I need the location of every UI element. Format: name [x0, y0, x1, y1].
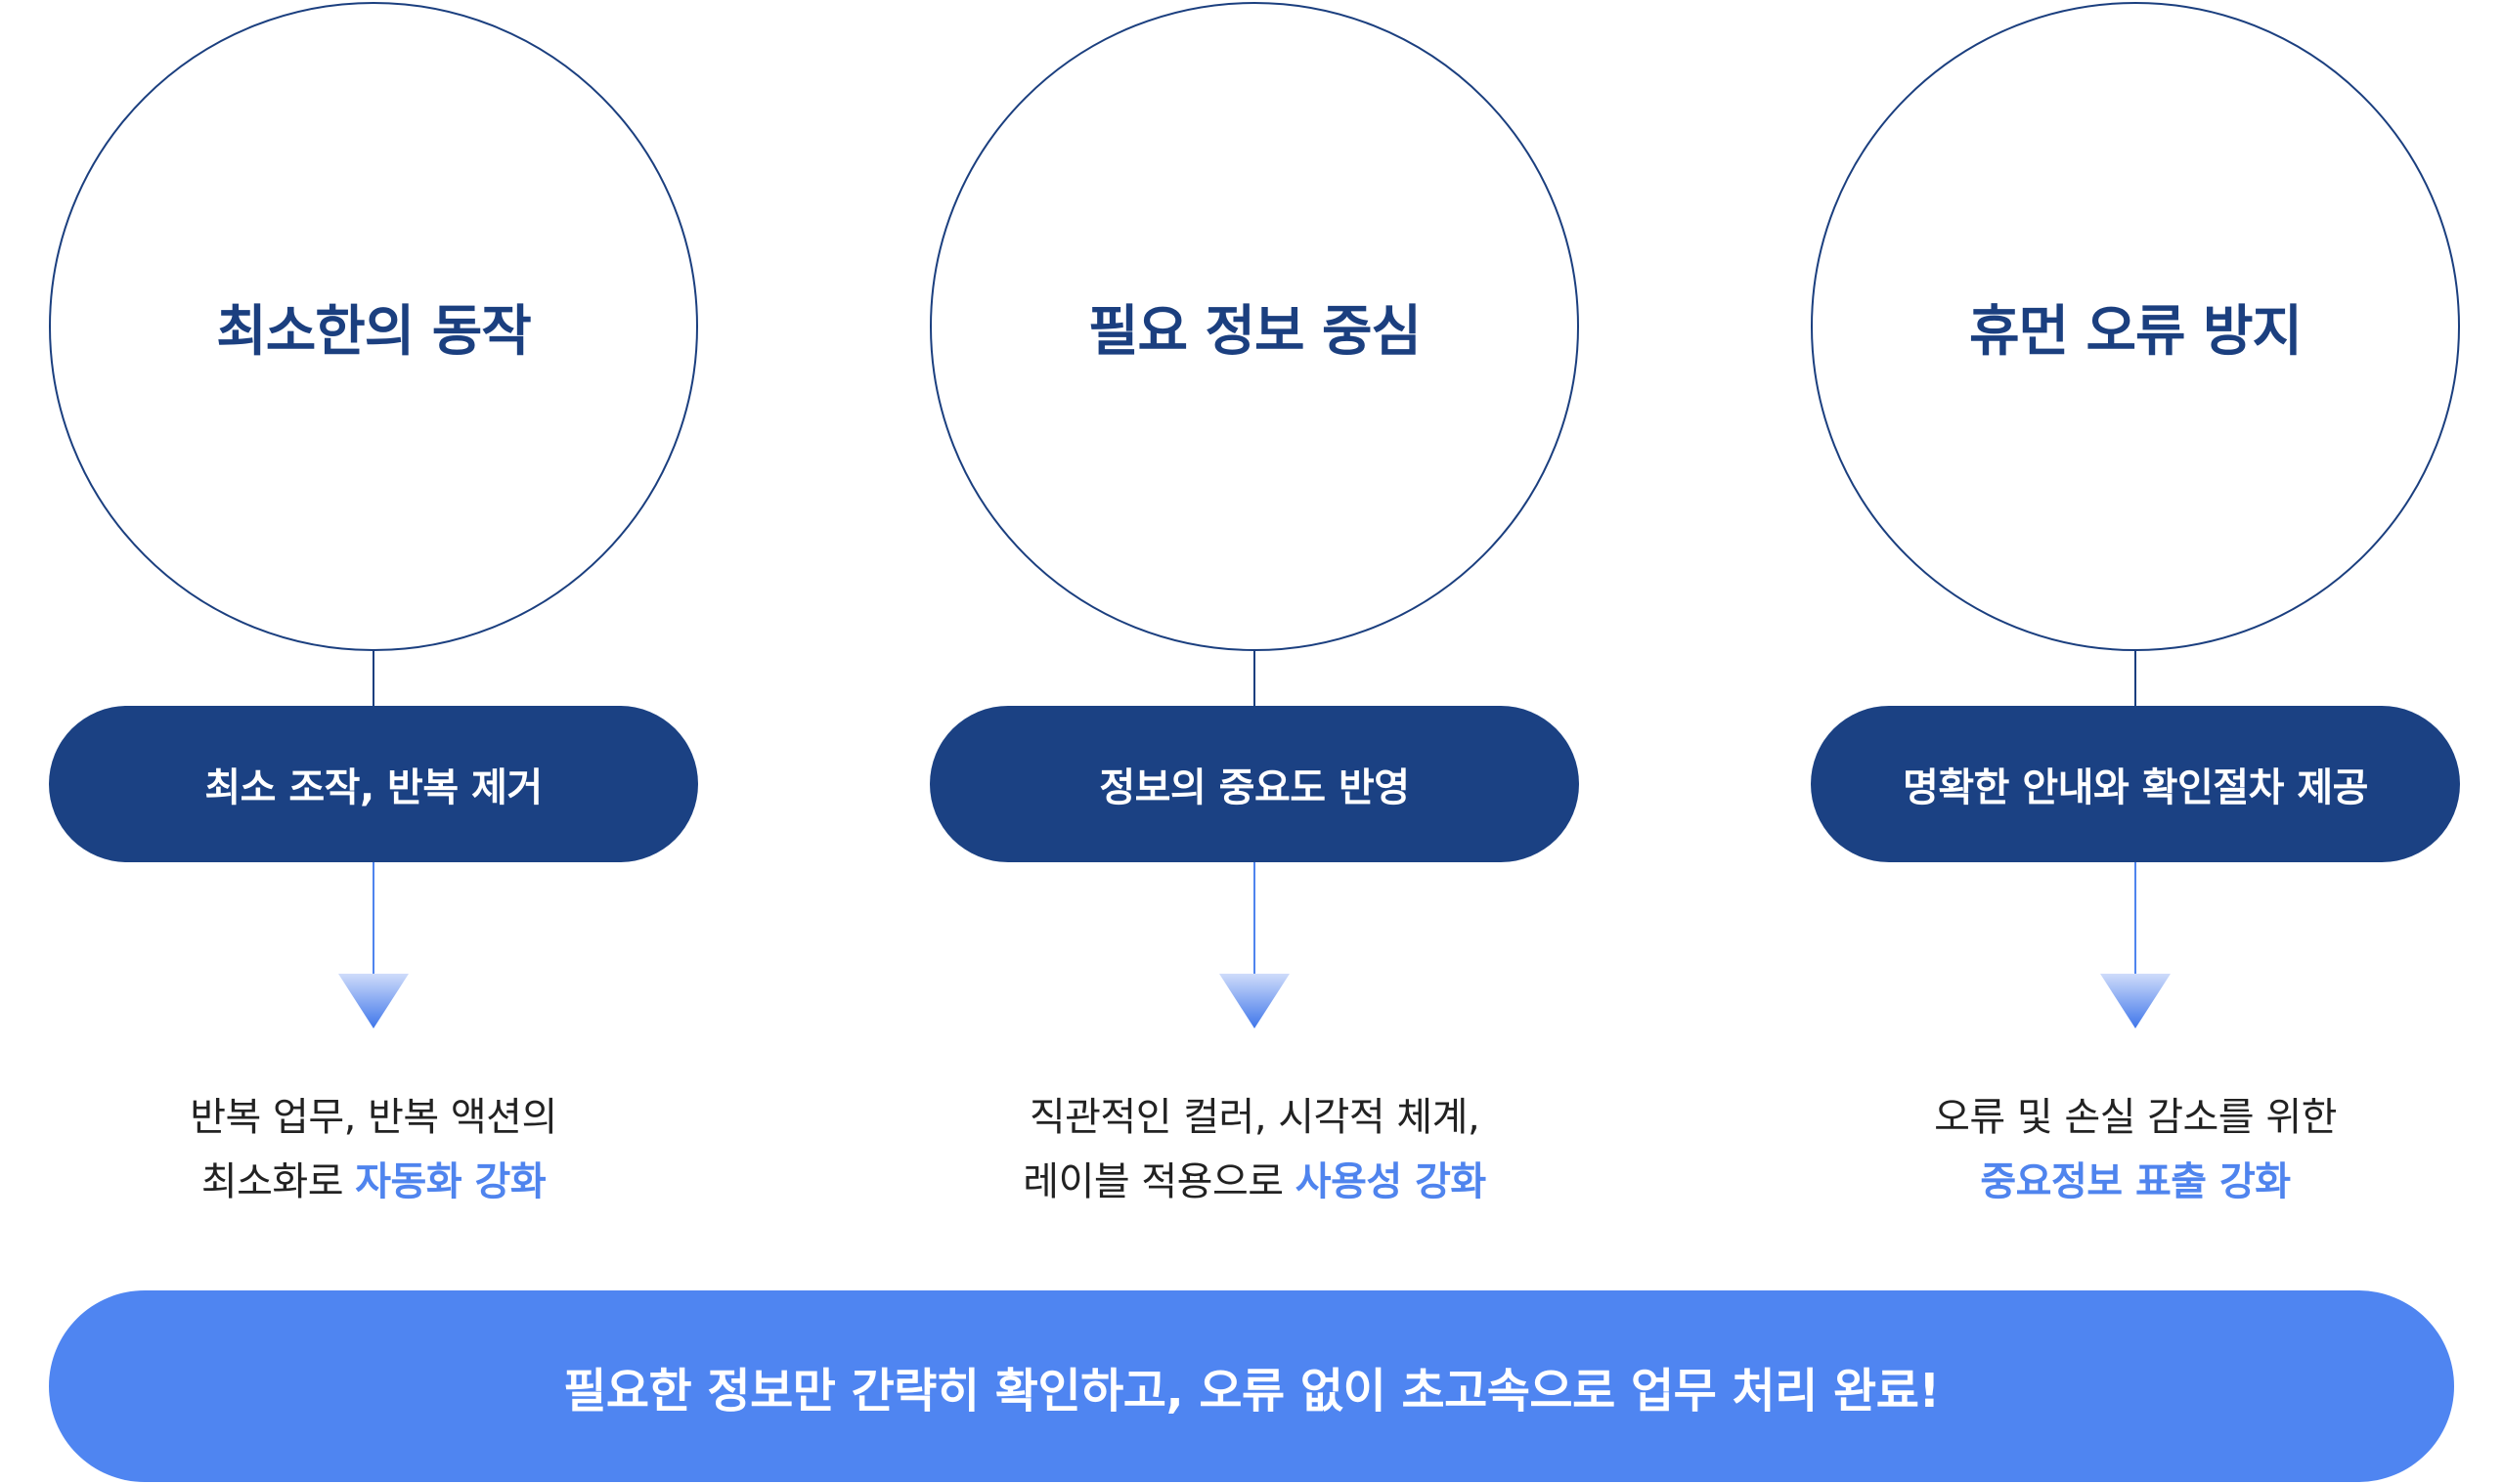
principle-pill-label-3: 명확한 안내와 확인절차 제공 [1903, 765, 2368, 810]
desc-line-1: 오류 및 손실 감소를 위한 [1934, 1095, 2337, 1140]
desc-line-1: 반복 업무, 반복 액션의 [190, 1095, 557, 1140]
principle-pill-3: 명확한 안내와 확인절차 제공 [1811, 706, 2460, 862]
arrow-down-icon [1219, 974, 1290, 1028]
principle-pill-1: 최소 조작, 반복 제거 [49, 706, 698, 862]
principle-pill-label-1: 최소 조작, 반복 제거 [204, 765, 543, 810]
desc-line-2: 최소화로 자동화 강화 [49, 1150, 698, 1214]
principle-column-2: 필요 정보 중심 정보의 중요도 반영 직관적인 컬러, 시각적 체계, 레이블… [930, 0, 1579, 1271]
principle-title-3: 휴먼 오류 방지 [1968, 299, 2303, 364]
connector-line-3 [2134, 649, 2136, 706]
connector-line-1 [373, 649, 374, 706]
connector-line-2 [1253, 649, 1255, 706]
principle-title-1: 최소한의 동작 [216, 299, 532, 364]
summary-banner: 필요한 정보만 간략히 확인하고, 오류 없이 초고속으로 업무 처리 완료! [49, 1290, 2454, 1482]
principle-column-3: 휴먼 오류 방지 명확한 안내와 확인절차 제공 오류 및 손실 감소를 위한 … [1811, 0, 2460, 1271]
principle-desc-1: 반복 업무, 반복 액션의 최소화로 자동화 강화 [49, 1085, 698, 1214]
arrow-line-2 [1253, 862, 1255, 978]
desc-prefix: 최소화로 [200, 1159, 356, 1204]
desc-prefix: 레이블 적용으로 [1023, 1159, 1295, 1204]
arrow-down-icon [2100, 974, 2171, 1028]
principle-pill-label-2: 정보의 중요도 반영 [1099, 765, 1410, 810]
arrow-line-1 [373, 862, 374, 978]
principle-title-2: 필요 정보 중심 [1087, 299, 1422, 364]
desc-highlight: 사용성 강화 [1295, 1159, 1486, 1204]
principle-pill-2: 정보의 중요도 반영 [930, 706, 1579, 862]
summary-banner-text: 필요한 정보만 간략히 확인하고, 오류 없이 초고속으로 업무 처리 완료! [563, 1364, 1940, 1419]
principle-desc-3: 오류 및 손실 감소를 위한 중요정보 표출 강화 [1811, 1085, 2460, 1214]
principle-circle-2: 필요 정보 중심 [930, 2, 1579, 651]
principle-circle-1: 최소한의 동작 [49, 2, 698, 651]
desc-line-2: 레이블 적용으로 사용성 강화 [930, 1150, 1579, 1214]
principle-column-1: 최소한의 동작 최소 조작, 반복 제거 반복 업무, 반복 액션의 최소화로 … [49, 0, 698, 1271]
principle-circle-3: 휴먼 오류 방지 [1811, 2, 2460, 651]
desc-line-2: 중요정보 표출 강화 [1811, 1150, 2460, 1214]
principle-desc-2: 직관적인 컬러, 시각적 체계, 레이블 적용으로 사용성 강화 [930, 1085, 1579, 1214]
desc-highlight: 중요정보 표출 강화 [1980, 1159, 2291, 1204]
desc-highlight: 자동화 강화 [355, 1159, 547, 1204]
arrow-line-3 [2134, 862, 2136, 978]
desc-line-1: 직관적인 컬러, 시각적 체계, [1029, 1095, 1480, 1140]
arrow-down-icon [338, 974, 409, 1028]
